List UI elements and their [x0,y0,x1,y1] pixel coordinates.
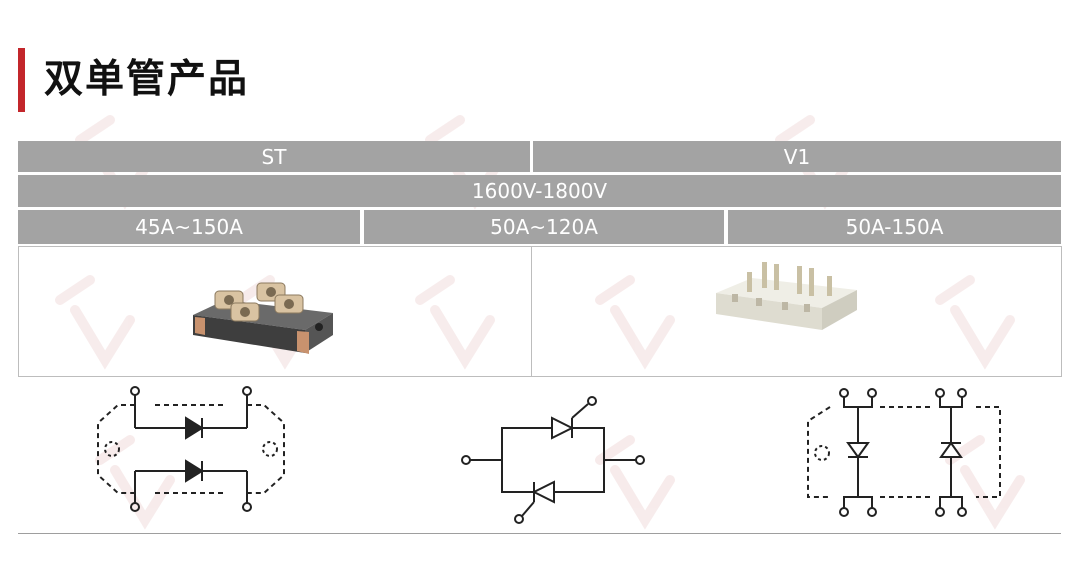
table-bottom-line [18,533,1061,534]
image-row [18,246,1062,377]
antiparallel-thyristor-schematic [461,396,645,524]
title-accent-bar [18,48,25,112]
st-module-photo [193,282,333,354]
image-row-divider [531,246,532,376]
header-voltage: 1600V-1800V [18,175,1061,207]
header-v1: V1 [533,141,1061,172]
dual-diode-schematic-st [97,386,285,512]
header-current-mid: 50A~120A [364,210,724,244]
dual-diode-schematic-v1 [807,388,1001,517]
v1-module-photo [716,262,857,330]
header-current-st: 45A~150A [18,210,360,244]
page-title: 双单管产品 [44,57,250,102]
header-st: ST [18,141,530,172]
header-current-v1: 50A-150A [728,210,1061,244]
